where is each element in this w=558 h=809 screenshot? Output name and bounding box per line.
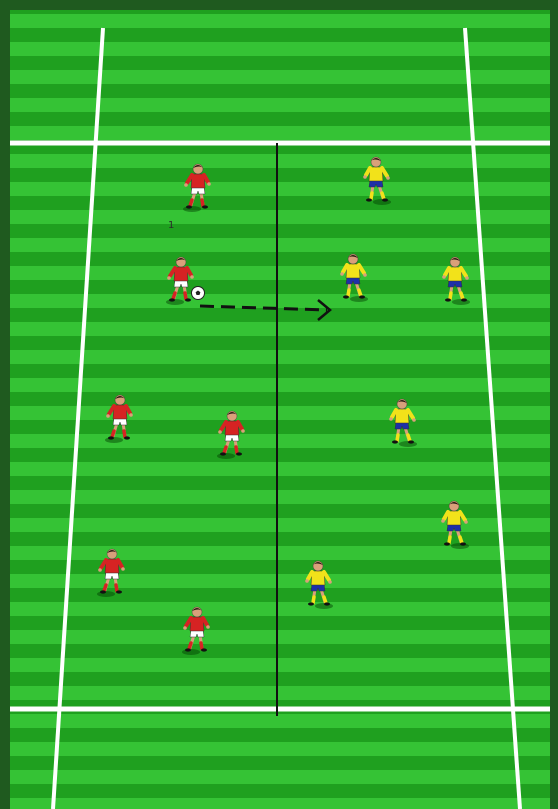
grass-field	[10, 10, 550, 809]
soccer-ball-icon	[192, 287, 205, 300]
player-number-label: 1	[168, 220, 174, 231]
